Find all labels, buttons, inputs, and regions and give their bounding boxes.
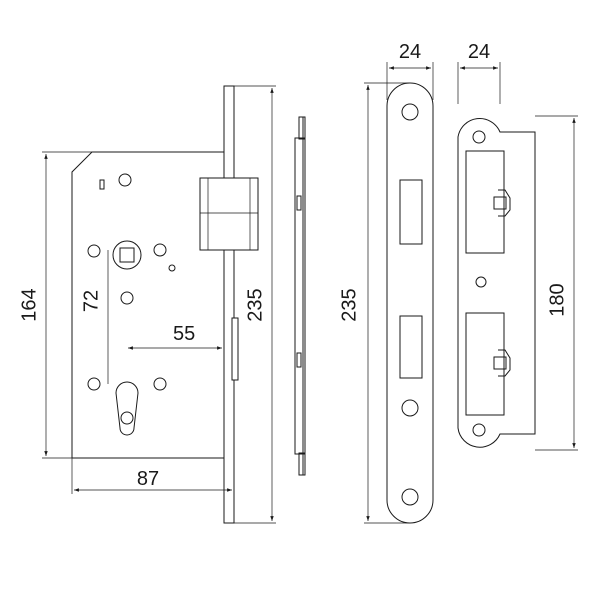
dim-164-label: 164	[18, 288, 40, 321]
dimension-lines	[42, 62, 578, 524]
deadbolt-slot	[231, 317, 239, 381]
dim-87-label: 87	[137, 468, 159, 490]
strike-plate	[386, 82, 434, 524]
dim-72-label: 72	[80, 290, 102, 312]
small-slot	[99, 179, 105, 190]
dim-235-lock-label: 235	[244, 288, 266, 321]
lock-body	[71, 85, 259, 524]
keeper-plate	[457, 118, 536, 448]
lock-case-outline	[71, 151, 229, 459]
faceplate-profile	[294, 116, 306, 476]
keeper-plate-outline	[457, 118, 536, 448]
cylinder-cutout	[115, 381, 139, 436]
strike-bolt-opening	[399, 315, 423, 379]
strike-plate-outline	[386, 82, 434, 524]
dim-180-label: 180	[546, 283, 568, 316]
latch-bolt	[199, 177, 259, 251]
keeper-clip-upper	[498, 189, 511, 217]
dim-55-label: 55	[173, 323, 195, 345]
dim-24-strike-label: 24	[399, 41, 421, 63]
spindle-square	[119, 247, 135, 263]
dim-24-keeper-label: 24	[468, 41, 490, 63]
strike-latch-opening	[399, 179, 423, 245]
keeper-clip-lower	[498, 349, 511, 377]
lock-faceplate	[223, 85, 235, 524]
dim-235-strike-label: 235	[338, 288, 360, 321]
spindle-hub	[112, 240, 142, 270]
